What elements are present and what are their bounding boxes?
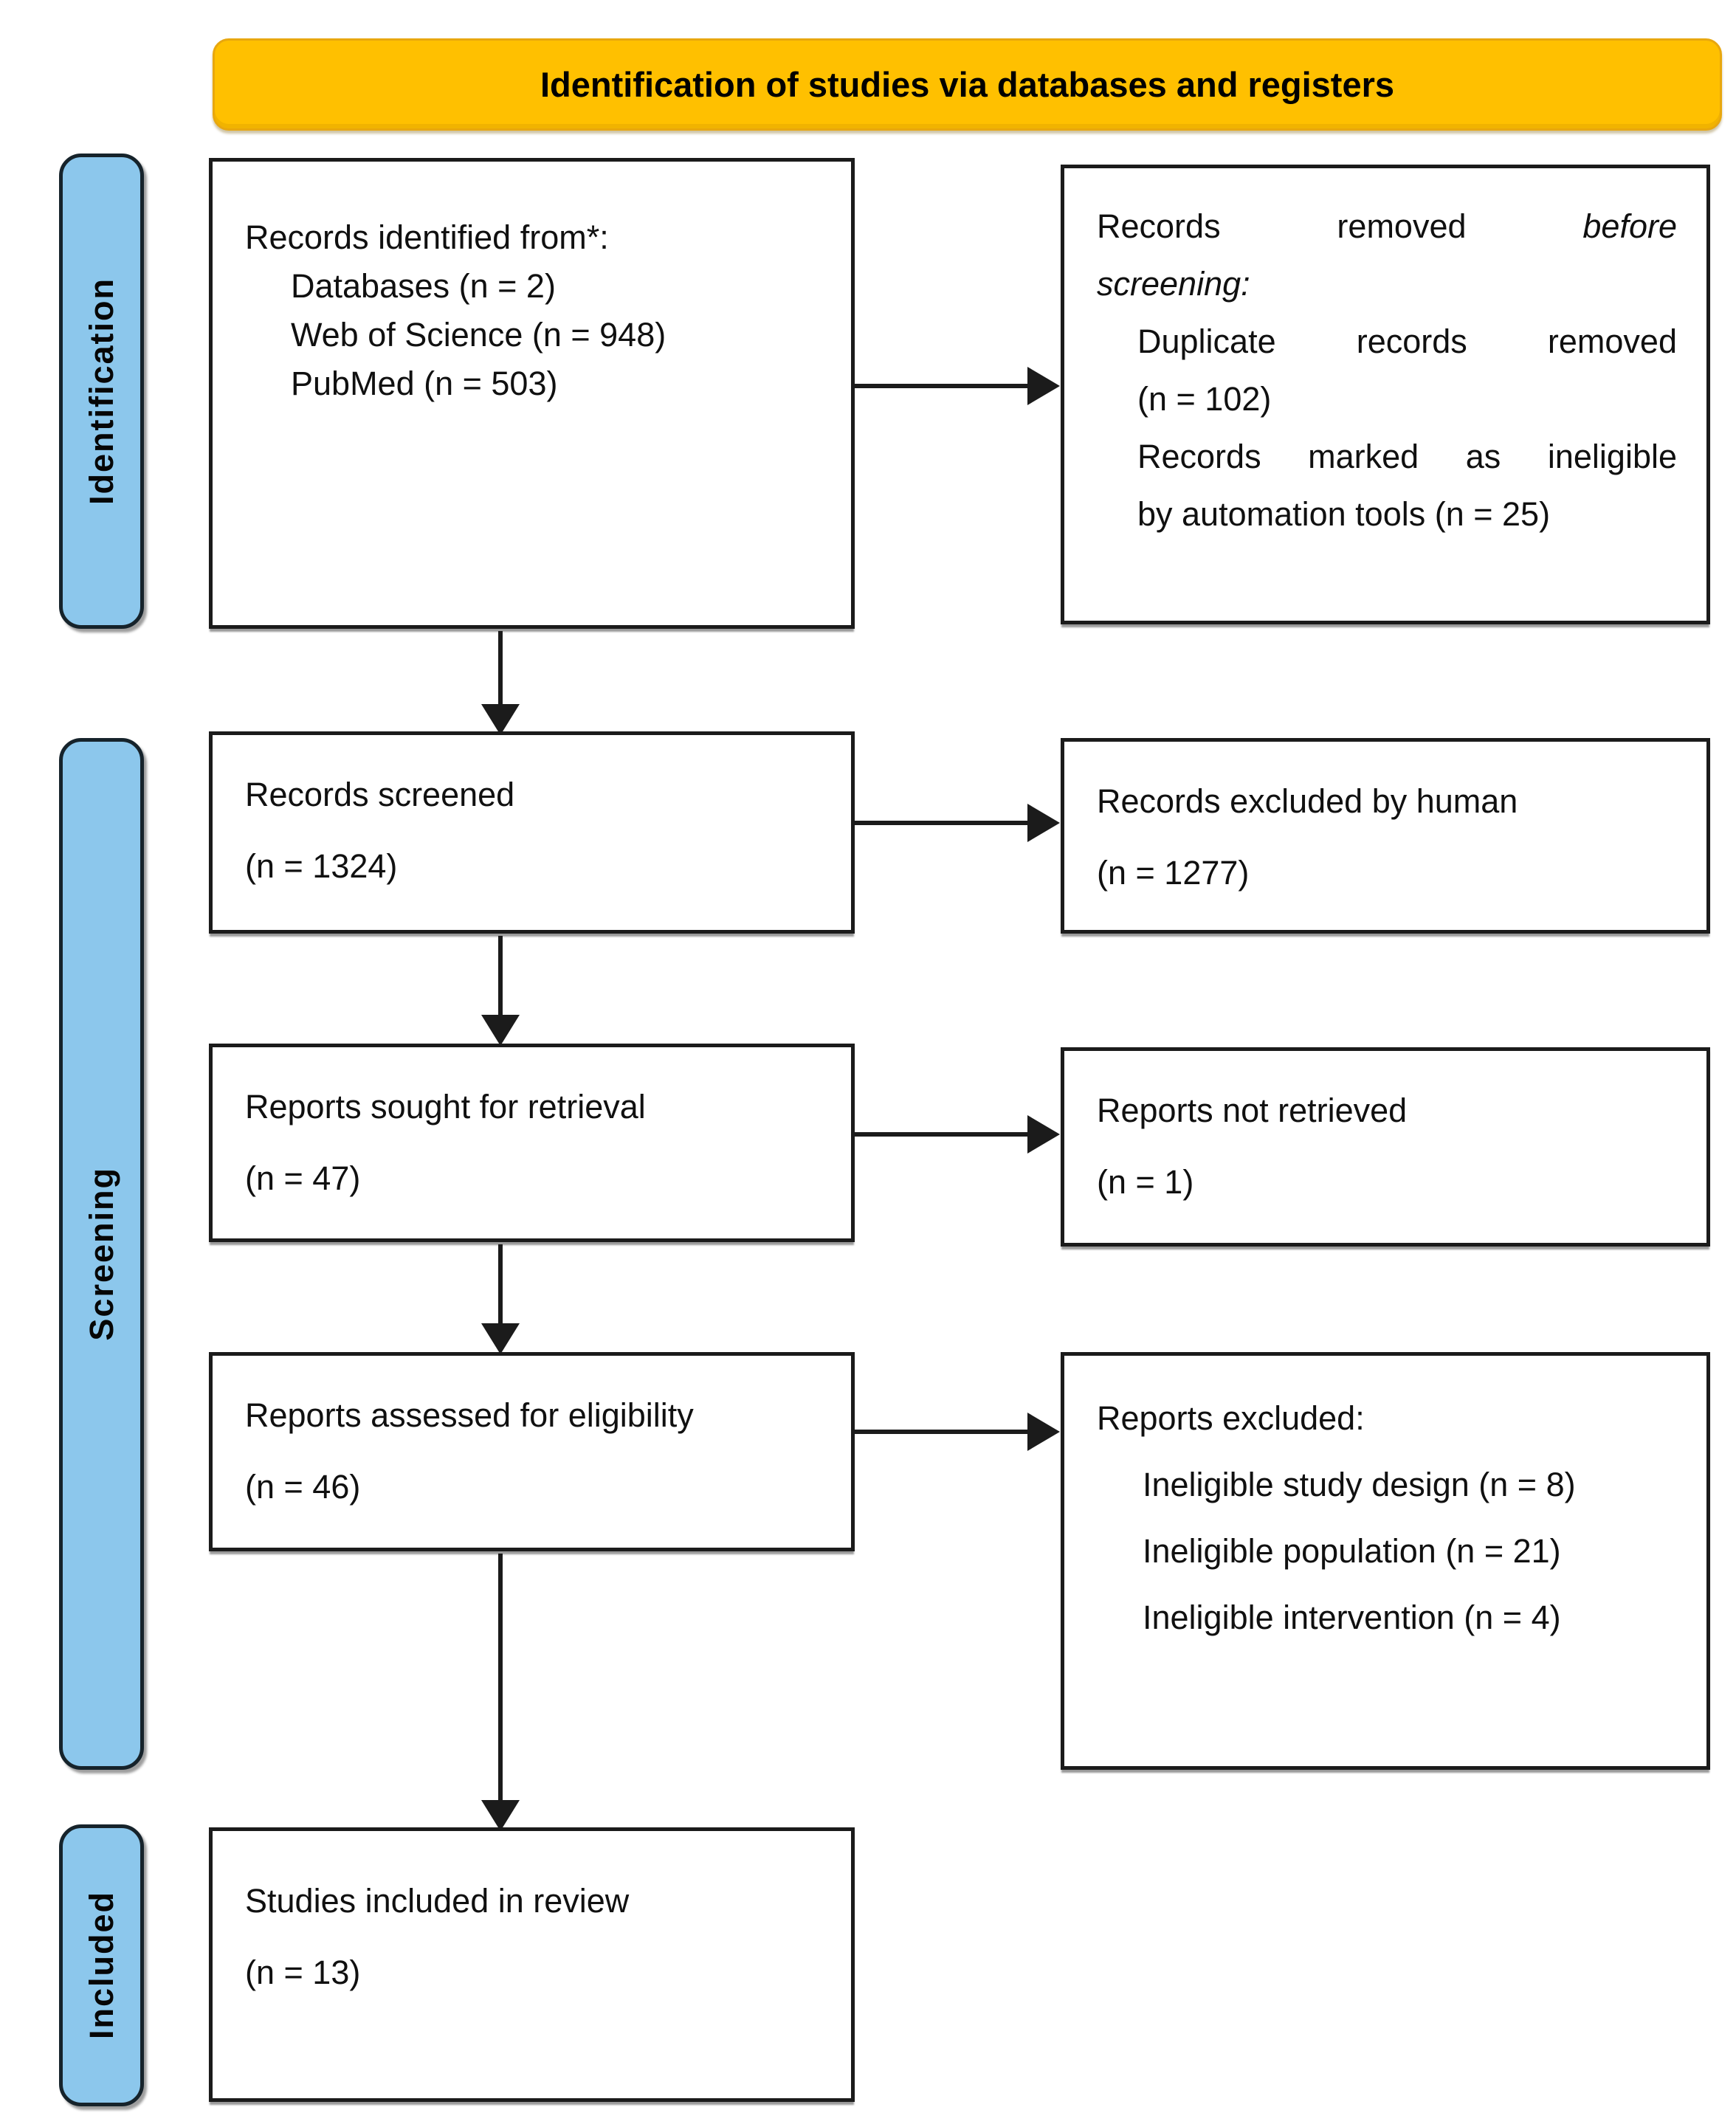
box-records-removed-before-screening: Records removed before screening: Duplic…	[1061, 165, 1710, 624]
box-reports-excluded: Reports excluded: Ineligible study desig…	[1061, 1352, 1710, 1770]
reports-sought-label: Reports sought for retrieval	[245, 1088, 646, 1125]
studies-included-label: Studies included in review	[245, 1882, 630, 1920]
stage-pill-identification: Identification	[59, 154, 144, 629]
records-excluded-count: (n = 1277)	[1097, 854, 1250, 892]
arrow-down-icon	[498, 1244, 503, 1324]
reports-assessed-count: (n = 46)	[245, 1468, 361, 1506]
duplicate-records-removed-line1: Duplicate records removed	[1137, 323, 1677, 360]
records-identified-item: PubMed (n = 503)	[291, 365, 558, 402]
reports-excluded-item: Ineligible study design (n = 8)	[1143, 1466, 1576, 1503]
stage-label-screening: Screening	[82, 1167, 120, 1341]
records-marked-ineligible-line2: by automation tools (n = 25)	[1137, 495, 1551, 533]
box-records-identified: Records identified from*: Databases (n =…	[209, 158, 855, 629]
records-removed-title-line2: screening:	[1097, 265, 1250, 303]
reports-excluded-title: Reports excluded:	[1097, 1399, 1365, 1437]
records-removed-title-roman: Records removed	[1097, 207, 1467, 245]
records-marked-ineligible-line1: Records marked as ineligible	[1137, 438, 1677, 475]
stage-pill-included: Included	[59, 1824, 144, 2106]
box-reports-assessed: Reports assessed for eligibility (n = 46…	[209, 1352, 855, 1551]
records-identified-title: Records identified from*:	[245, 218, 609, 256]
reports-not-retrieved-label: Reports not retrieved	[1097, 1092, 1408, 1129]
box-reports-not-retrieved: Reports not retrieved (n = 1)	[1061, 1047, 1710, 1247]
reports-excluded-item: Ineligible population (n = 21)	[1143, 1532, 1561, 1570]
box-studies-included: Studies included in review (n = 13)	[209, 1827, 855, 2102]
box-records-screened: Records screened (n = 1324)	[209, 731, 855, 934]
reports-not-retrieved-count: (n = 1)	[1097, 1163, 1194, 1201]
banner-identification-via-databases: Identification of studies via databases …	[213, 38, 1722, 131]
arrow-right-icon	[855, 1132, 1028, 1137]
arrow-down-icon	[498, 1554, 503, 1801]
records-screened-count: (n = 1324)	[245, 847, 398, 885]
duplicate-records-removed-line2: (n = 102)	[1137, 380, 1272, 418]
reports-sought-count: (n = 47)	[245, 1159, 361, 1197]
arrow-right-icon	[855, 384, 1028, 388]
stage-pill-screening: Screening	[59, 738, 144, 1770]
reports-assessed-label: Reports assessed for eligibility	[245, 1396, 694, 1434]
records-excluded-label: Records excluded by human	[1097, 782, 1518, 820]
records-screened-label: Records screened	[245, 776, 515, 813]
records-identified-item: Databases (n = 2)	[291, 267, 556, 305]
records-removed-title-line1: Records removed before	[1097, 198, 1677, 255]
box-records-excluded-by-human: Records excluded by human (n = 1277)	[1061, 738, 1710, 934]
arrow-right-icon	[855, 1430, 1028, 1434]
arrow-right-icon	[855, 821, 1028, 825]
stage-label-included: Included	[82, 1891, 120, 2040]
studies-included-count: (n = 13)	[245, 1954, 361, 1991]
arrow-down-icon	[498, 936, 503, 1016]
records-identified-item: Web of Science (n = 948)	[291, 316, 666, 354]
stage-label-identification: Identification	[82, 277, 120, 505]
banner-title: Identification of studies via databases …	[540, 65, 1395, 104]
box-reports-sought: Reports sought for retrieval (n = 47)	[209, 1044, 855, 1242]
records-removed-title-italic: before	[1582, 207, 1677, 245]
arrow-down-icon	[498, 631, 503, 705]
reports-excluded-item: Ineligible intervention (n = 4)	[1143, 1599, 1561, 1636]
